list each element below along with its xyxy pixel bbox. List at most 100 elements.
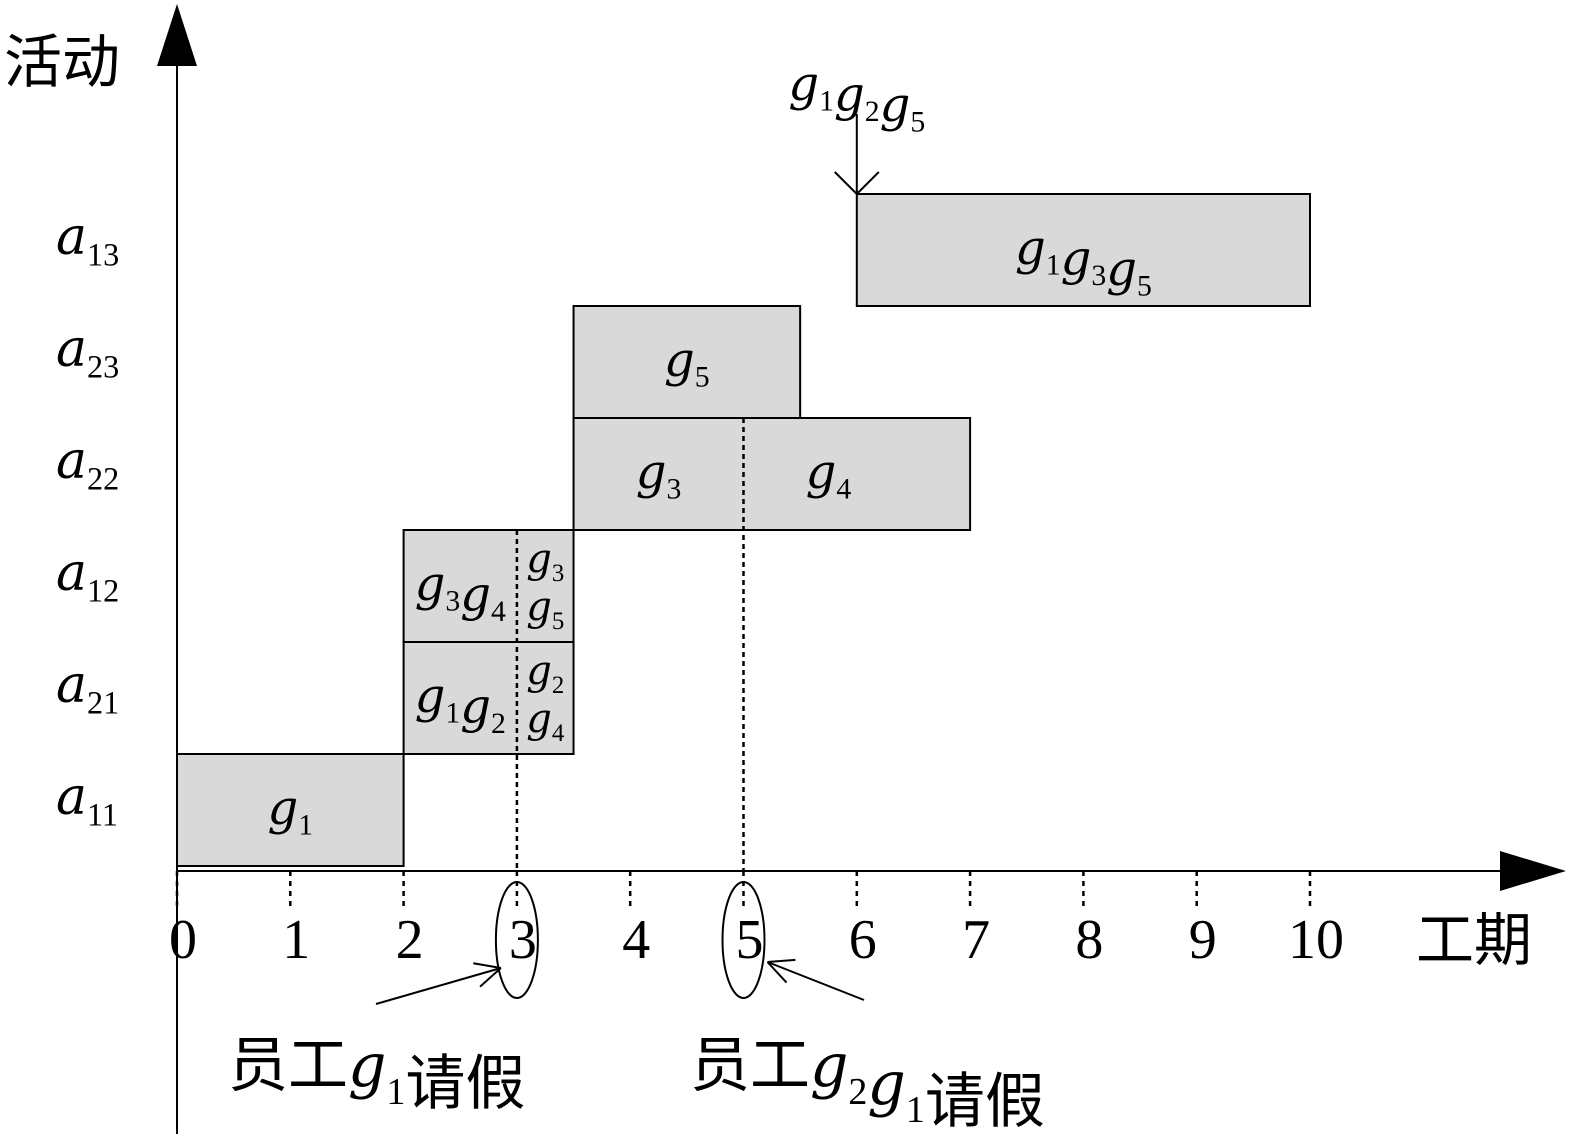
row-label-sub: 22 bbox=[87, 460, 119, 496]
row-label-sub: 11 bbox=[87, 796, 118, 832]
leave-guide-lines bbox=[515, 418, 745, 871]
callout-arrow bbox=[767, 961, 865, 1001]
x-axis-arrowhead bbox=[1500, 851, 1566, 891]
bar-label-sub: 1 bbox=[445, 697, 460, 730]
top-arrow-label-sub: 2 bbox=[865, 95, 880, 128]
row-label-sub: 21 bbox=[87, 684, 119, 720]
row-label-base: a bbox=[56, 655, 87, 715]
leave-note-employee: g bbox=[810, 1031, 848, 1101]
x-tick-label: 5 bbox=[736, 909, 764, 971]
bar-label-sub: 5 bbox=[1137, 270, 1152, 303]
bar-label-base: g bbox=[636, 444, 667, 500]
leave-time-ellipse bbox=[721, 881, 766, 999]
bar-label: g1 bbox=[267, 780, 313, 842]
bar-label: g5 bbox=[664, 332, 710, 394]
x-tick-label: 0 bbox=[169, 909, 197, 971]
callout-arrowhead bbox=[767, 958, 796, 963]
top-arrow-label: g1g2g5 bbox=[788, 56, 925, 139]
x-tick-label: 9 bbox=[1189, 909, 1217, 971]
leave-note-employee-sub: 2 bbox=[848, 1071, 867, 1113]
leave-note: 员工g2g1请假 bbox=[690, 1031, 1045, 1134]
x-tick-label: 1 bbox=[282, 909, 310, 971]
activity-bar bbox=[572, 305, 802, 419]
bar-label: g3g4 bbox=[415, 556, 506, 628]
y-axis-label: 活动 bbox=[4, 28, 120, 96]
leave-note: 员工g1请假 bbox=[228, 1031, 525, 1119]
bar-label-base: g bbox=[526, 584, 552, 630]
bar-label-base: g bbox=[267, 780, 298, 836]
leave-note-employee-sub: 1 bbox=[906, 1089, 925, 1131]
bar-label-base: g bbox=[526, 536, 552, 582]
top-arrow-label-base: g bbox=[834, 67, 865, 123]
activity-bar bbox=[402, 529, 575, 643]
row-label: a12 bbox=[56, 543, 119, 608]
x-tick-label: 3 bbox=[509, 909, 537, 971]
top-arrow-label-sub: 5 bbox=[910, 106, 925, 139]
bar-label-sub: 5 bbox=[552, 608, 564, 635]
row-label: a21 bbox=[56, 655, 119, 720]
row-label-base: a bbox=[56, 207, 87, 267]
bar-label: g1g2 bbox=[415, 668, 506, 740]
bar-label-base: g bbox=[415, 668, 446, 724]
bar-label: g3 bbox=[526, 536, 564, 587]
y-axis-arrowhead bbox=[157, 4, 197, 66]
annotations: 员工g1请假员工g2g1请假g1g2g5 bbox=[228, 56, 1045, 1134]
activity-bar bbox=[855, 193, 1311, 307]
bar-label-sub: 3 bbox=[666, 473, 681, 506]
activity-bar bbox=[572, 417, 972, 531]
bar-label: g4 bbox=[526, 696, 565, 747]
row-label: a23 bbox=[56, 319, 119, 384]
bar-label-sub: 2 bbox=[552, 672, 564, 699]
axes: 活动 工期 bbox=[4, 4, 1566, 1134]
bar-label-sub: 2 bbox=[491, 707, 506, 740]
bar-label-base: g bbox=[1015, 220, 1046, 276]
row-label-base: a bbox=[56, 767, 87, 827]
bar-label-sub: 5 bbox=[695, 361, 710, 394]
bar-label-sub: 1 bbox=[1046, 249, 1061, 282]
leave-note-text: 请假 bbox=[405, 1049, 525, 1119]
leave-time-ellipse bbox=[494, 881, 539, 999]
leave-note-text: 员工 bbox=[228, 1031, 348, 1101]
bar-label-base: g bbox=[1061, 231, 1092, 287]
bar-label-sub: 3 bbox=[552, 560, 564, 587]
activity-bar bbox=[402, 641, 575, 755]
x-tick-label: 2 bbox=[396, 909, 424, 971]
bar-label-base: g bbox=[664, 332, 695, 388]
bar-label-base: g bbox=[806, 444, 837, 500]
x-axis-label: 工期 bbox=[1416, 906, 1532, 974]
leave-note-text: 员工 bbox=[690, 1031, 810, 1101]
top-arrow-label-base: g bbox=[788, 56, 819, 112]
bar-label-base: g bbox=[460, 567, 491, 623]
x-axis-ticks: 0 1 2 3 4 5 6 7 8 9 10 bbox=[169, 871, 1344, 971]
callout-arrow bbox=[375, 967, 502, 1005]
bar-label-base: g bbox=[415, 556, 446, 612]
row-label-sub: 13 bbox=[87, 236, 119, 272]
x-tick-label: 4 bbox=[622, 909, 650, 971]
bar-label-sub: 3 bbox=[1091, 259, 1106, 292]
row-label: a22 bbox=[56, 431, 119, 496]
bar-label-base: g bbox=[526, 648, 552, 694]
top-arrowhead bbox=[856, 171, 880, 195]
bar-label-sub: 4 bbox=[491, 595, 506, 628]
callout-arrowhead bbox=[479, 967, 502, 988]
bar-label-base: g bbox=[526, 696, 552, 742]
x-tick-label: 7 bbox=[962, 909, 990, 971]
row-label: a13 bbox=[56, 207, 119, 272]
leave-note-text: 请假 bbox=[925, 1067, 1045, 1134]
x-tick-label: 8 bbox=[1075, 909, 1103, 971]
row-label-base: a bbox=[56, 543, 87, 603]
row-label: a11 bbox=[56, 767, 118, 832]
x-tick-label: 6 bbox=[849, 909, 877, 971]
bar-label-sub: 4 bbox=[836, 473, 851, 506]
leave-note-employee-sub: 1 bbox=[386, 1071, 405, 1113]
x-tick-label: 10 bbox=[1288, 909, 1344, 971]
leave-note-employee: g bbox=[348, 1031, 386, 1101]
bar-label-sub: 4 bbox=[552, 720, 565, 747]
row-label-base: a bbox=[56, 431, 87, 491]
row-label-sub: 12 bbox=[87, 572, 119, 608]
bar-label: g1g3g5 bbox=[1015, 220, 1152, 303]
bar-label-sub: 1 bbox=[298, 809, 313, 842]
